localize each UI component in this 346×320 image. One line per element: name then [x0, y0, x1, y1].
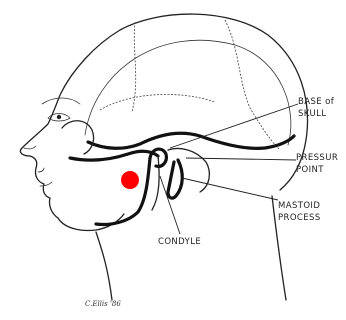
mastoid-shape — [168, 160, 182, 198]
label-condyle: CONDYLE — [158, 237, 201, 247]
skull-suture-lambdoid — [225, 20, 280, 150]
skull-suture-squamous — [100, 94, 215, 110]
zygomatic-arch — [70, 151, 158, 160]
pressure-point-marker — [121, 171, 139, 189]
label-base-of-skull-1: BASE of — [298, 97, 335, 107]
skull-suture-coronal — [132, 22, 136, 112]
mandible-ramus — [152, 156, 159, 210]
label-pressure-point-2: POINT — [296, 165, 324, 175]
pupil — [57, 115, 61, 119]
orbit — [62, 121, 94, 154]
base-of-skull-leader — [170, 104, 298, 148]
mastoid-leader — [182, 178, 278, 200]
neck-back — [272, 196, 286, 300]
label-mastoid-2: PROCESS — [278, 213, 321, 223]
ear-region — [168, 149, 209, 193]
head-outline — [20, 14, 307, 230]
cranial-vault — [85, 40, 291, 145]
artist-signature: C.Ellis '86 — [85, 300, 121, 308]
label-pressure-point-1: PRESSUR — [296, 153, 338, 163]
brow — [42, 98, 80, 104]
label-base-of-skull-2: SKULL — [298, 109, 326, 119]
neck-front — [96, 232, 112, 300]
label-mastoid-1: MASTOID — [278, 201, 320, 211]
